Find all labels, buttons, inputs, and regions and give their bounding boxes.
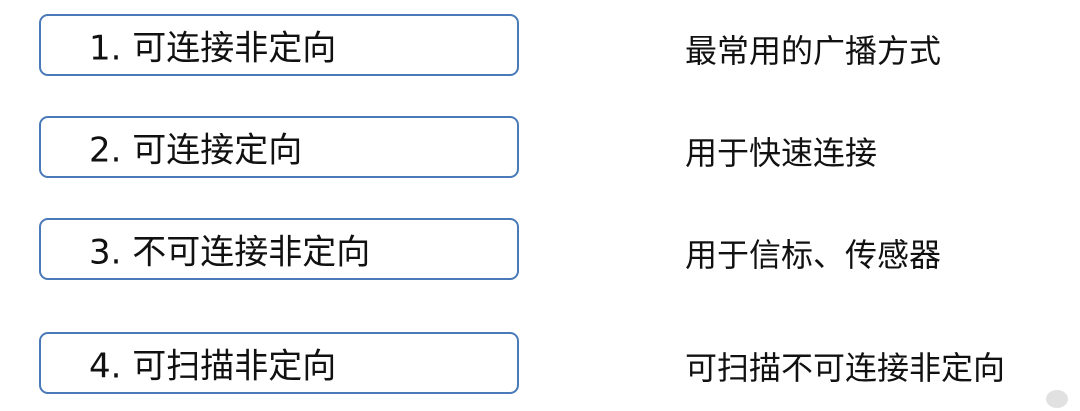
wechat-icon <box>1046 390 1068 408</box>
mode-description: 最常用的广播方式 <box>685 32 942 70</box>
mode-description: 可扫描不可连接非定向 <box>685 349 1006 387</box>
watermark <box>1046 390 1068 408</box>
mode-box-3: 3. 不可连接非定向 <box>39 218 519 280</box>
mode-box-2: 2. 可连接定向 <box>39 116 519 178</box>
mode-description: 用于信标、传感器 <box>685 236 942 274</box>
mode-description: 用于快速连接 <box>685 134 878 172</box>
mode-label: 2. 可连接定向 <box>89 130 303 171</box>
mode-label: 3. 不可连接非定向 <box>89 232 371 273</box>
mode-box-1: 1. 可连接非定向 <box>39 14 519 76</box>
mode-box-4: 4. 可扫描非定向 <box>39 332 519 394</box>
mode-label: 4. 可扫描非定向 <box>89 346 337 387</box>
mode-label: 1. 可连接非定向 <box>89 28 337 69</box>
